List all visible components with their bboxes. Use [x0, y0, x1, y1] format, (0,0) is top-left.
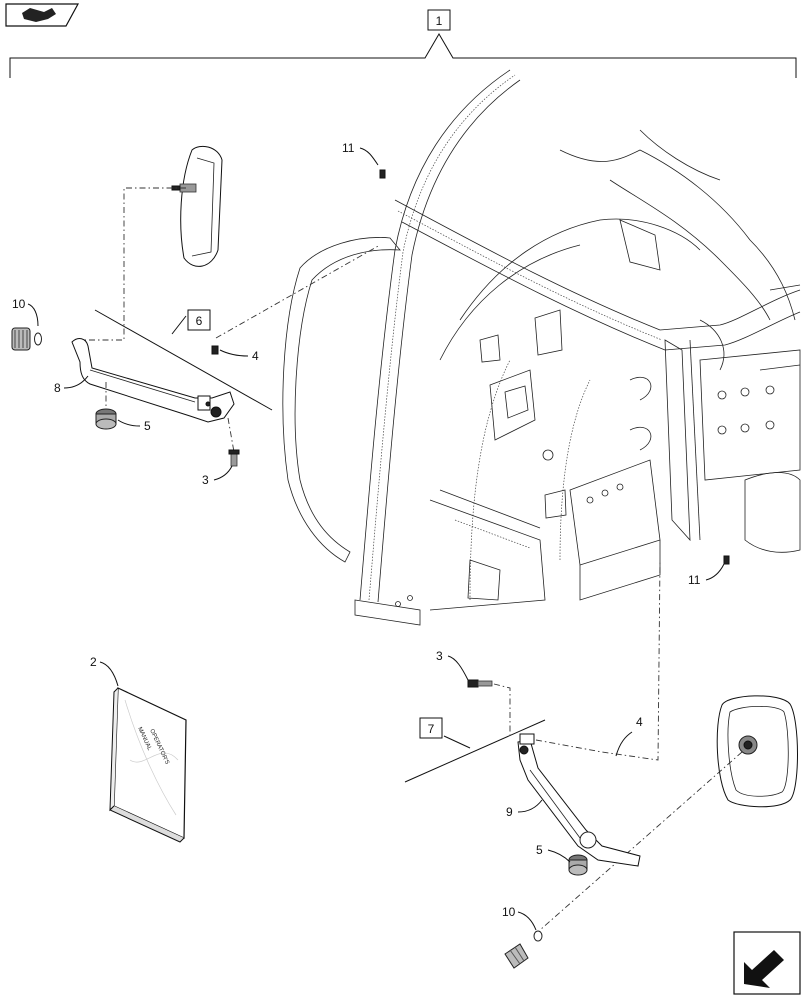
svg-text:5: 5 — [144, 419, 151, 433]
callout-5-right: 5 — [536, 843, 571, 863]
operators-manual: OPERATOR'S MANUAL — [109, 687, 187, 843]
left-screw — [211, 345, 219, 355]
right-mirror-centerline — [539, 751, 743, 931]
callout-3-right: 3 — [436, 649, 469, 681]
left-knob — [11, 327, 42, 351]
assembly-ref-box — [427, 9, 451, 31]
next-page-arrow-icon[interactable] — [733, 931, 801, 995]
assembly-bracket — [9, 33, 797, 78]
callout-3-left: 3 — [202, 465, 233, 487]
right-mirror-arm — [517, 733, 641, 867]
callout-8: 8 — [54, 375, 89, 395]
left-bolt-line — [227, 417, 235, 453]
cab-frame — [282, 69, 801, 626]
callout-10-left: 10 — [12, 297, 39, 327]
left-bolt — [228, 449, 240, 467]
right-arm-ref-bracket: 7 — [404, 717, 546, 783]
left-lock-knob — [95, 382, 117, 430]
callout-2: 2 — [90, 655, 119, 687]
right-screw — [723, 555, 730, 565]
svg-text:3: 3 — [436, 649, 443, 663]
left-mirror-arm — [71, 338, 235, 423]
right-knob — [504, 930, 543, 969]
svg-text:3: 3 — [202, 473, 209, 487]
left-arm-ref-label: 6 — [196, 314, 203, 328]
left-screw-line — [215, 244, 381, 339]
svg-text:8: 8 — [54, 381, 61, 395]
callout-9: 9 — [506, 799, 543, 819]
assembly-arrow-icon[interactable] — [5, 3, 80, 27]
svg-text:4: 4 — [636, 715, 643, 729]
svg-text:10: 10 — [502, 905, 516, 919]
svg-text:10: 10 — [12, 297, 26, 311]
svg-text:2: 2 — [90, 655, 97, 669]
callout-10-right: 10 — [502, 905, 537, 931]
right-bolt — [467, 679, 493, 688]
svg-text:9: 9 — [506, 805, 513, 819]
top-screw — [379, 169, 386, 179]
right-bolt-line — [493, 683, 511, 736]
right-lock-knob — [568, 854, 588, 876]
callout-11-top: 11 — [342, 141, 379, 166]
right-arm-ref-label: 7 — [428, 722, 435, 736]
assembly-ref-label: 1 — [436, 14, 443, 28]
right-mirror-head — [716, 695, 798, 808]
callout-4-left: 4 — [219, 349, 259, 363]
svg-text:4: 4 — [252, 349, 259, 363]
right-screw-line — [535, 559, 661, 761]
callout-5-left: 5 — [117, 419, 151, 433]
left-mirror-head — [171, 145, 223, 267]
svg-text:5: 5 — [536, 843, 543, 857]
callout-4-right: 4 — [615, 715, 643, 757]
svg-text:11: 11 — [688, 573, 701, 587]
svg-text:11: 11 — [342, 141, 355, 155]
left-arm-ref-bracket: 6 — [94, 309, 273, 411]
left-mirror-centerline — [80, 187, 186, 341]
callout-11-right: 11 — [688, 563, 725, 587]
